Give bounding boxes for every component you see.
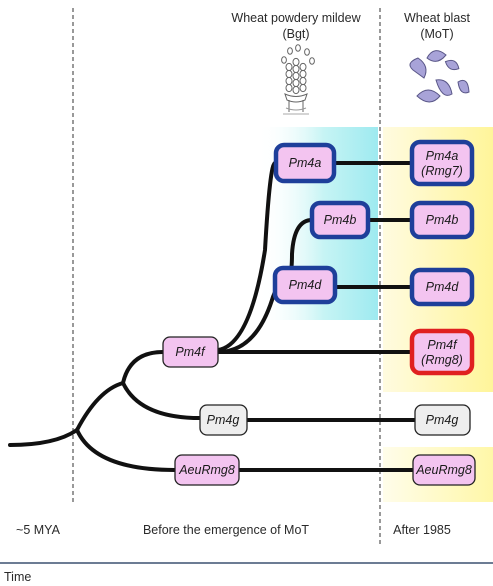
- node-pm4b-right: Pm4b: [409, 200, 475, 240]
- period-left: ~5 MYA: [16, 523, 61, 537]
- svg-text:(Rmg7): (Rmg7): [421, 164, 463, 178]
- svg-text:Pm4f: Pm4f: [175, 345, 206, 359]
- node-pm4b: Pm4b: [309, 200, 371, 240]
- period-middle: Before the emergence of MoT: [143, 523, 309, 537]
- node-pm4f: Pm4f: [162, 336, 219, 368]
- svg-text:Pm4g: Pm4g: [207, 413, 240, 427]
- node-pm4f-rmg8: Pm4f (Rmg8): [409, 328, 475, 376]
- node-aeurmg8-right: AeuRmg8: [412, 454, 476, 486]
- bgt-abbrev: (Bgt): [282, 27, 309, 41]
- node-pm4d-right: Pm4d: [409, 267, 475, 307]
- mot-spores-illustration: [409, 50, 470, 103]
- time-axis-label: Time: [4, 570, 31, 584]
- svg-text:AeuRmg8: AeuRmg8: [415, 463, 472, 477]
- bgt-title: Wheat powdery mildew: [231, 11, 361, 25]
- node-aeurmg8: AeuRmg8: [174, 454, 240, 486]
- svg-text:Pm4b: Pm4b: [426, 213, 459, 227]
- svg-text:Pm4d: Pm4d: [289, 278, 323, 292]
- svg-text:Pm4a: Pm4a: [426, 149, 459, 163]
- svg-text:(Rmg8): (Rmg8): [421, 353, 463, 367]
- tree-branches: [8, 161, 417, 472]
- node-pm4g: Pm4g: [199, 404, 248, 436]
- svg-text:Pm4b: Pm4b: [324, 213, 357, 227]
- node-pm4d: Pm4d: [272, 265, 338, 305]
- mot-title: Wheat blast: [404, 11, 471, 25]
- node-pm4a-rmg7: Pm4a (Rmg7): [409, 139, 475, 187]
- node-pm4a: Pm4a: [273, 142, 337, 184]
- svg-text:Pm4g: Pm4g: [426, 413, 459, 427]
- bgt-fungus-illustration: [281, 44, 315, 115]
- svg-text:Pm4f: Pm4f: [427, 338, 458, 352]
- mot-abbrev: (MoT): [420, 27, 453, 41]
- node-pm4g-right: Pm4g: [414, 404, 471, 436]
- svg-text:Pm4d: Pm4d: [426, 280, 460, 294]
- svg-text:AeuRmg8: AeuRmg8: [178, 463, 235, 477]
- svg-text:Pm4a: Pm4a: [289, 156, 322, 170]
- period-right: After 1985: [393, 523, 451, 537]
